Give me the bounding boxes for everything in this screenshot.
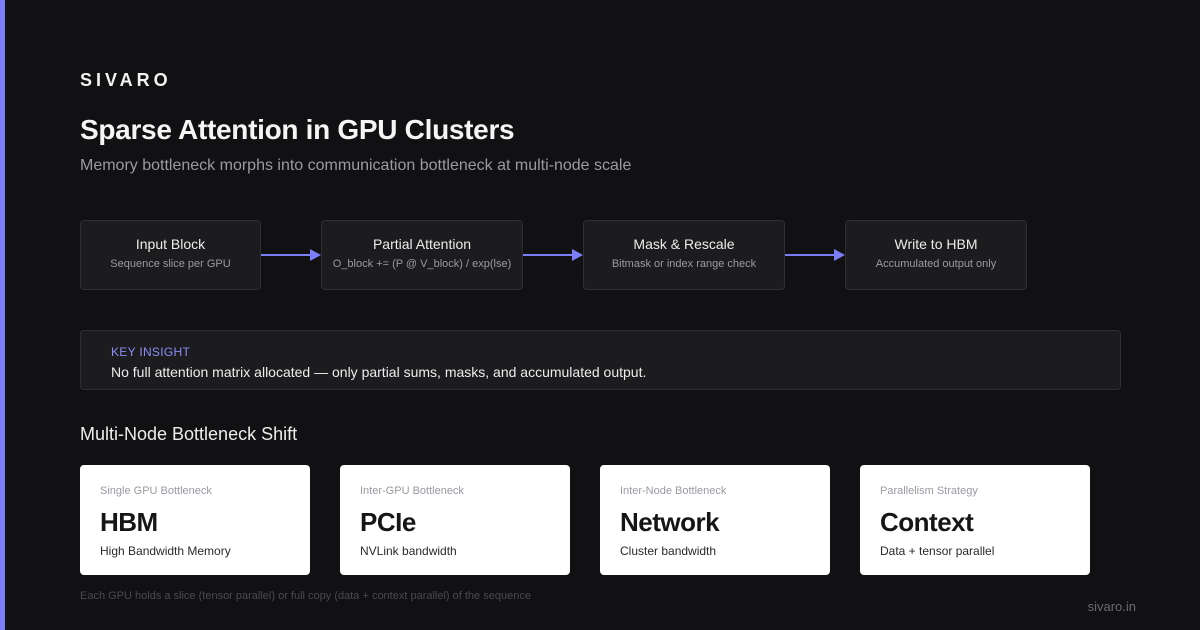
flow-step-subtitle: O_block += (P @ V_block) / exp(lse) [332,258,512,270]
flow-step-subtitle: Bitmask or index range check [611,258,757,270]
card-value: PCIe [360,507,416,537]
flow-step-subtitle: Sequence slice per GPU [110,258,231,270]
card-label: Single GPU Bottleneck [100,485,212,497]
flow-step-title: Input Block [135,236,206,252]
flow-arrow [523,247,583,263]
flow-step-partial-attention: Partial Attention O_block += (P @ V_bloc… [321,220,523,290]
card-value: Network [620,507,720,537]
flow-step-input-block: Input Block Sequence slice per GPU [80,220,261,290]
key-insight-text: No full attention matrix allocated — onl… [111,364,647,380]
flow-arrow [261,247,321,263]
bottleneck-card: Inter-GPU Bottleneck PCIe NVLink bandwid… [340,465,570,575]
bottleneck-card: Single GPU Bottleneck HBM High Bandwidth… [80,465,310,575]
flow-step-subtitle: Accumulated output only [875,258,997,270]
bottleneck-card: Parallelism Strategy Context Data + tens… [860,465,1090,575]
card-description: High Bandwidth Memory [100,544,231,558]
flow-step-title: Partial Attention [372,236,472,252]
flow-step-title: Write to HBM [894,236,978,252]
flow-arrow [785,247,845,263]
card-label: Parallelism Strategy [880,485,978,497]
page-subtitle: Memory bottleneck morphs into communicat… [80,157,632,174]
card-value: Context [880,507,974,537]
card-description: Data + tensor parallel [880,544,995,558]
flow-step-write-hbm: Write to HBM Accumulated output only [845,220,1027,290]
accent-bar [0,0,5,630]
flow-step-mask-rescale: Mask & Rescale Bitmask or index range ch… [583,220,785,290]
section-title: Multi-Node Bottleneck Shift [80,424,298,444]
card-description: Cluster bandwidth [620,544,717,558]
flow-step-title: Mask & Rescale [633,236,735,252]
card-label: Inter-Node Bottleneck [620,485,727,497]
card-value: HBM [100,507,158,537]
bottleneck-card: Inter-Node Bottleneck Network Cluster ba… [600,465,830,575]
key-insight-box: KEY INSIGHT No full attention matrix all… [80,330,1121,390]
card-description: NVLink bandwidth [360,544,457,558]
brand-logo: SIVARO [80,70,172,90]
site-url: sivaro.in [1087,599,1136,614]
card-label: Inter-GPU Bottleneck [360,485,464,497]
key-insight-label: KEY INSIGHT [111,345,191,359]
footnote: Each GPU holds a slice (tensor parallel)… [80,590,531,602]
page-title: Sparse Attention in GPU Clusters [80,114,515,145]
